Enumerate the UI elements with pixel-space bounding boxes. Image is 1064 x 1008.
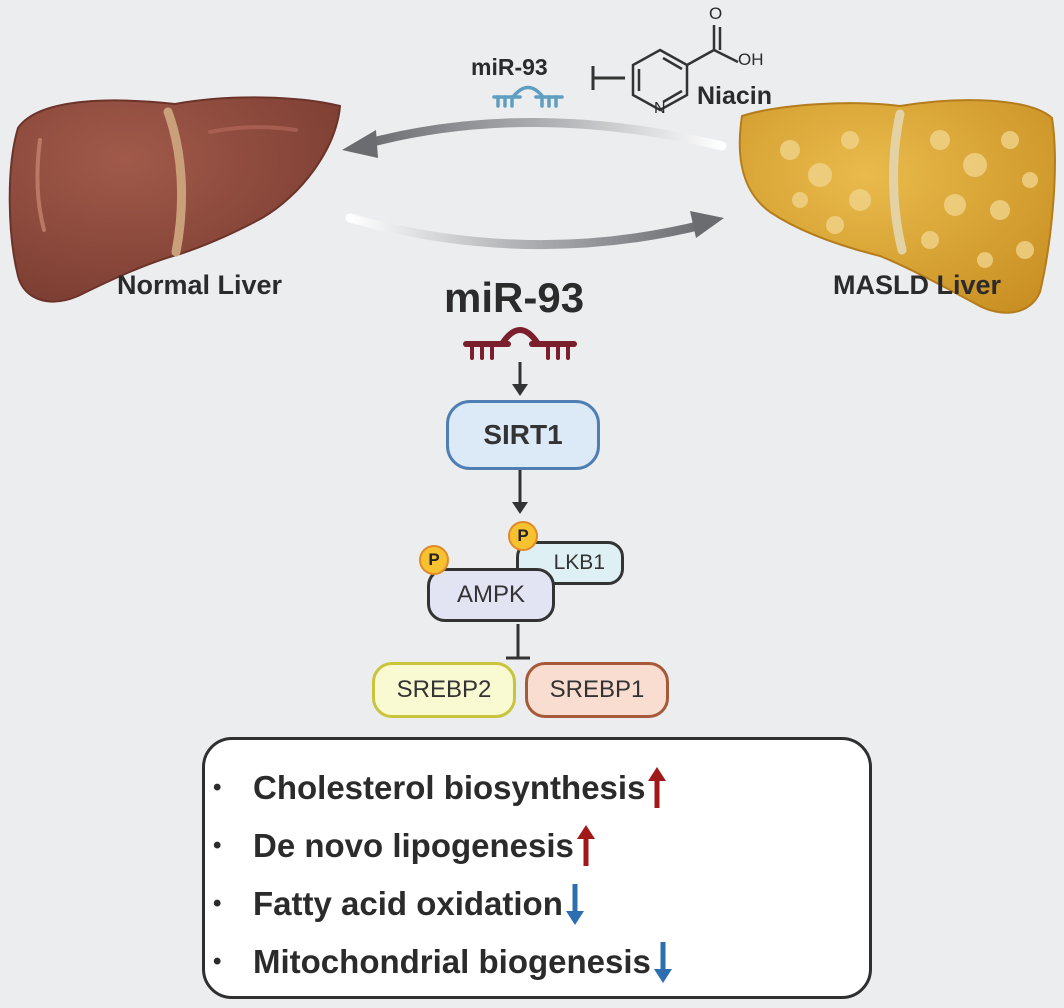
masld-liver-label: MASLD Liver bbox=[833, 270, 1002, 300]
progression-arrowhead bbox=[690, 211, 724, 238]
effects-panel: • Cholesterol biosynthesis • De novo lip… bbox=[202, 737, 872, 999]
mirna-small-icon bbox=[492, 85, 564, 108]
down-arrow-icon bbox=[653, 942, 672, 983]
bullet: • bbox=[213, 948, 222, 975]
niacin-structure-icon bbox=[631, 25, 739, 112]
niacin-label: Niacin bbox=[697, 82, 773, 110]
effect-item-cholesterol: • Cholesterol biosynthesis bbox=[213, 766, 667, 810]
reversal-arrow bbox=[360, 118, 727, 151]
bullet: • bbox=[213, 890, 222, 917]
effect-item-fatty-acid-oxidation: • Fatty acid oxidation bbox=[213, 882, 585, 926]
pathway-connectors bbox=[506, 362, 530, 660]
niacin-o-label: O bbox=[709, 4, 723, 23]
effect-label: Fatty acid oxidation bbox=[253, 885, 563, 922]
down-arrow-icon bbox=[565, 884, 584, 925]
reversal-arrowhead bbox=[342, 130, 378, 158]
niacin-n-label: N bbox=[654, 100, 666, 117]
up-arrow-icon bbox=[648, 767, 667, 808]
srebp1-node: SREBP1 bbox=[525, 662, 669, 718]
effect-label: Mitochondrial biogenesis bbox=[253, 943, 651, 980]
srebp2-node: SREBP2 bbox=[372, 662, 516, 718]
mirna-main-icon bbox=[463, 327, 577, 360]
effect-label: Cholesterol biosynthesis bbox=[253, 769, 646, 806]
masld-liver-icon bbox=[738, 99, 1056, 314]
normal-liver-icon bbox=[8, 96, 342, 303]
up-arrow-icon bbox=[576, 825, 595, 866]
ampk-node: AMPK bbox=[427, 568, 555, 622]
mir93-main-label: miR-93 bbox=[444, 274, 585, 321]
effect-item-mitochondrial-biogenesis: • Mitochondrial biogenesis bbox=[213, 940, 673, 984]
effect-item-lipogenesis: • De novo lipogenesis bbox=[213, 824, 596, 868]
ampk-phospho-badge: P bbox=[419, 545, 449, 575]
progression-arrow bbox=[345, 213, 711, 250]
normal-liver-label: Normal Liver bbox=[117, 270, 283, 300]
sirt1-node: SIRT1 bbox=[446, 400, 600, 470]
lkb1-phospho-badge: P bbox=[508, 521, 538, 551]
bullet: • bbox=[213, 774, 222, 801]
bullet: • bbox=[213, 832, 222, 859]
mir93-small-label: miR-93 bbox=[471, 54, 548, 80]
niacin-oh-label: OH bbox=[738, 50, 764, 69]
effect-label: De novo lipogenesis bbox=[253, 827, 574, 864]
niacin-inhibits-mir93 bbox=[591, 66, 625, 90]
